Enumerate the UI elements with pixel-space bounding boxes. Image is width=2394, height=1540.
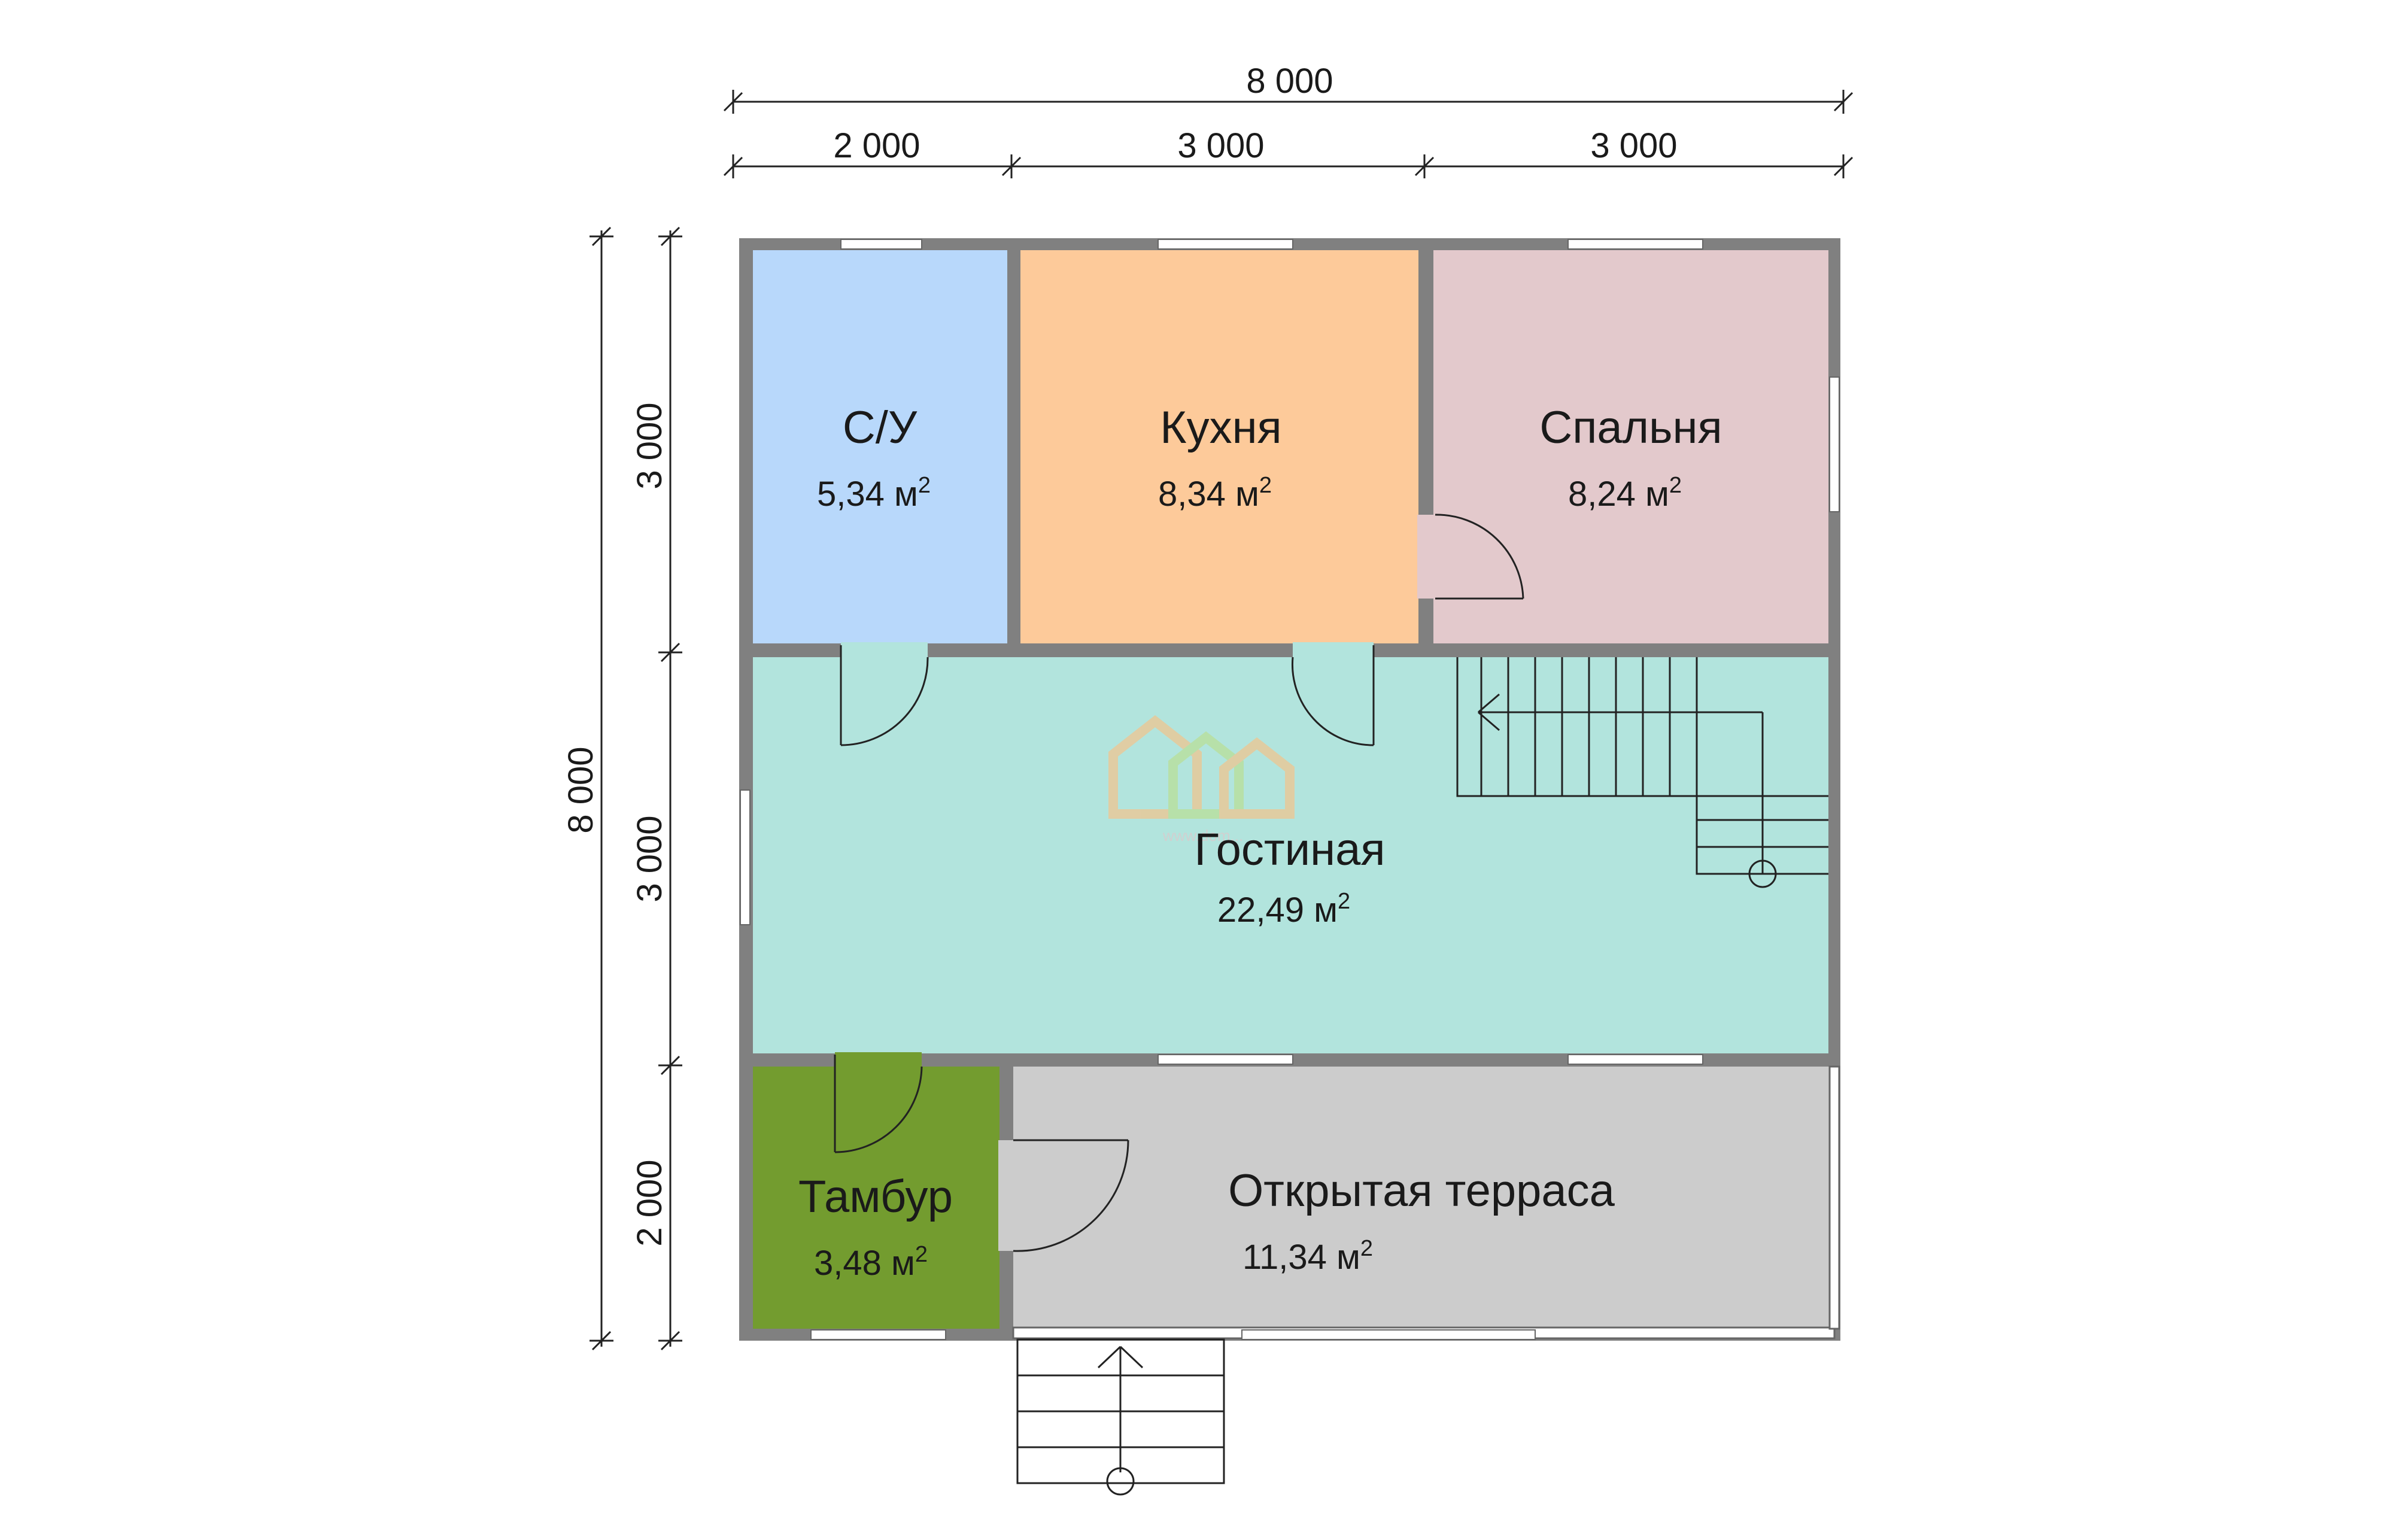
bathroom-area-value: 5,34 м: [817, 475, 918, 514]
dim-top-seg2: 3 000: [1177, 126, 1264, 165]
bathroom-name: С/У: [843, 402, 918, 453]
living-name: Гостиная: [1195, 824, 1386, 875]
dim-left-seg3: 2 000: [630, 1159, 669, 1246]
watermark-logo: [1108, 715, 1295, 819]
living-area-value: 22,49 м: [1217, 891, 1338, 930]
dimension-lines: [590, 90, 1854, 1351]
watermark-text: www.dom...: [1162, 827, 1243, 845]
door-bedroom: [1435, 514, 1524, 600]
interior-staircase: [1456, 657, 1828, 888]
dim-top-seg1: 2 000: [833, 126, 920, 165]
windows: [740, 239, 1840, 1340]
bedroom-name: Спальня: [1539, 402, 1722, 453]
room-terrace-fill: [1013, 1067, 1834, 1329]
room-bathroom-fill: [753, 250, 1007, 643]
bedroom-area-sup: 2: [1669, 473, 1682, 498]
door-vestibule: [834, 1055, 923, 1153]
terrace-area-sup: 2: [1360, 1236, 1373, 1261]
terrace-area: 11,34 м2: [1242, 1236, 1373, 1277]
terrace-name: Открытая терраса: [1228, 1165, 1615, 1216]
door-terrace: [1013, 1139, 1129, 1252]
room-living-fill: [753, 657, 1828, 1053]
bathroom-area: 5,34 м2: [817, 473, 931, 514]
door-openings: [835, 515, 1435, 1251]
bathroom-area-sup: 2: [918, 473, 931, 498]
kitchen-area-sup: 2: [1259, 473, 1272, 498]
vestibule-area-sup: 2: [915, 1242, 928, 1267]
kitchen-area-value: 8,34 м: [1158, 475, 1259, 514]
bedroom-area: 8,24 м2: [1568, 473, 1682, 514]
room-bedroom-fill: [1433, 250, 1828, 643]
bedroom-area-value: 8,24 м: [1568, 475, 1669, 514]
vestibule-area: 3,48 м2: [814, 1242, 928, 1283]
terrace-area-value: 11,34 м: [1242, 1238, 1360, 1277]
dim-left-total: 8 000: [561, 746, 600, 833]
dim-left-seg2: 3 000: [630, 815, 669, 902]
vestibule-name: Тамбур: [798, 1171, 953, 1222]
dim-top-seg3: 3 000: [1590, 126, 1677, 165]
dim-left-seg1: 3 000: [630, 402, 669, 489]
door-kitchen: [1291, 645, 1375, 746]
living-area-sup: 2: [1338, 889, 1350, 914]
room-vestibule-fill: [753, 1067, 999, 1329]
entry-steps: [1016, 1338, 1225, 1496]
door-bathroom: [840, 645, 929, 746]
vestibule-area-value: 3,48 м: [814, 1244, 915, 1283]
terrace-side-railing: [1828, 1065, 1840, 1330]
living-area: 22,49 м2: [1217, 889, 1350, 930]
kitchen-area: 8,34 м2: [1158, 473, 1272, 514]
dim-top-total: 8 000: [1246, 62, 1333, 101]
room-kitchen-fill: [1020, 250, 1418, 643]
kitchen-name: Кухня: [1160, 402, 1281, 453]
